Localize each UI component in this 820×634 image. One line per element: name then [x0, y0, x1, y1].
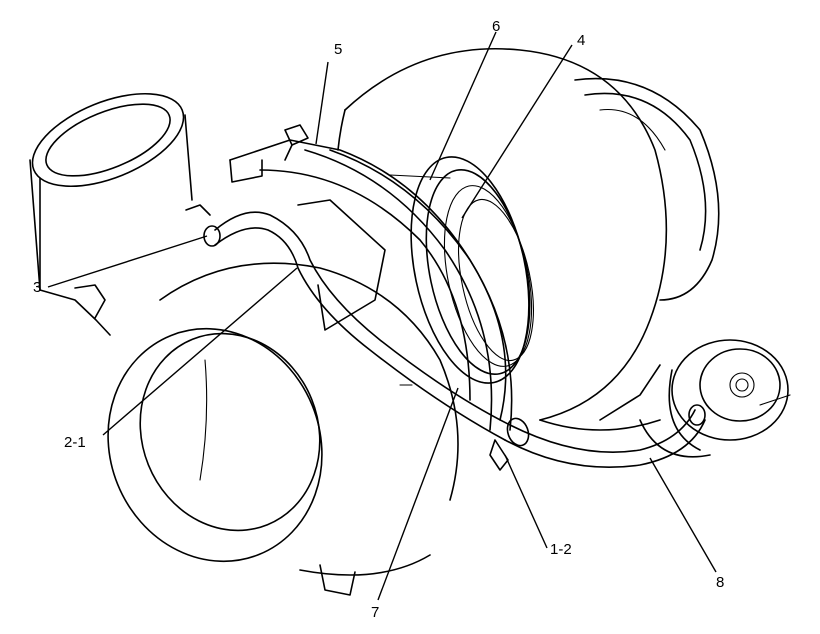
- leader-4: [461, 44, 573, 219]
- leader-2-1: [102, 267, 298, 436]
- exhaust-outlet-flange: [29, 92, 193, 336]
- oil-line: [203, 124, 706, 471]
- callout-7: 7: [371, 604, 379, 621]
- compressor-rings: [389, 156, 534, 384]
- leader-3: [47, 235, 208, 288]
- callout-1-2: 1-2: [550, 541, 572, 558]
- turbine-housing: [107, 262, 459, 596]
- leader-lines: [47, 31, 717, 601]
- leader-8: [649, 457, 717, 573]
- callout-2-1: 2-1: [64, 434, 86, 451]
- callout-6: 6: [492, 18, 500, 35]
- leader-1-2: [504, 454, 548, 549]
- wastegate-actuator: [639, 339, 791, 458]
- leader-6: [429, 31, 497, 181]
- compressor-housing: [337, 47, 720, 431]
- callout-labels: 5 6 4 3 2-1 1-2 7 8: [33, 18, 724, 621]
- callout-5: 5: [334, 41, 342, 58]
- callout-4: 4: [577, 32, 585, 49]
- leader-7: [377, 387, 459, 601]
- leader-5: [315, 61, 329, 145]
- callout-3: 3: [33, 279, 41, 296]
- callout-8: 8: [716, 574, 724, 591]
